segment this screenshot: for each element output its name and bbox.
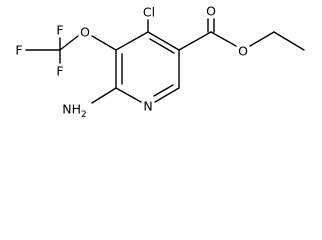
bond-c6-n1-inner <box>153 84 174 97</box>
atom-f-left: F <box>15 43 22 58</box>
bond-c2-n-amino <box>91 87 117 104</box>
bond-c3-o-ether <box>91 35 117 51</box>
atom-nh2: NH <box>62 102 81 117</box>
structure-drawing: Cl O O O N F F F NH 2 <box>15 4 305 120</box>
atom-o-ether: O <box>80 25 90 40</box>
atom-cl: Cl <box>143 5 155 20</box>
bond-c4-c3 <box>115 31 149 51</box>
bond-ch2-ch3 <box>273 31 305 51</box>
bond-c4-c5 <box>147 31 180 51</box>
bond-c5-carbonyl <box>178 31 212 51</box>
atom-f-bottom: F <box>56 64 63 79</box>
bond-n1-c2 <box>115 87 142 103</box>
bond-c6-n1 <box>154 87 180 103</box>
atom-f-top: F <box>56 23 63 38</box>
atom-n-ring: N <box>143 99 152 114</box>
bond-o-ch2 <box>249 31 275 47</box>
bond-c4-c5-inner <box>149 38 175 54</box>
molecule-diagram: Cl O O O N F F F NH 2 <box>15 4 305 120</box>
atom-o-carbonyl: O <box>206 4 216 19</box>
bond-o-cf3 <box>59 35 79 51</box>
bond-carbonyl-o-ester <box>210 31 237 47</box>
atom-o-ester: O <box>238 44 248 59</box>
atom-nh2-subscript: 2 <box>81 110 87 120</box>
